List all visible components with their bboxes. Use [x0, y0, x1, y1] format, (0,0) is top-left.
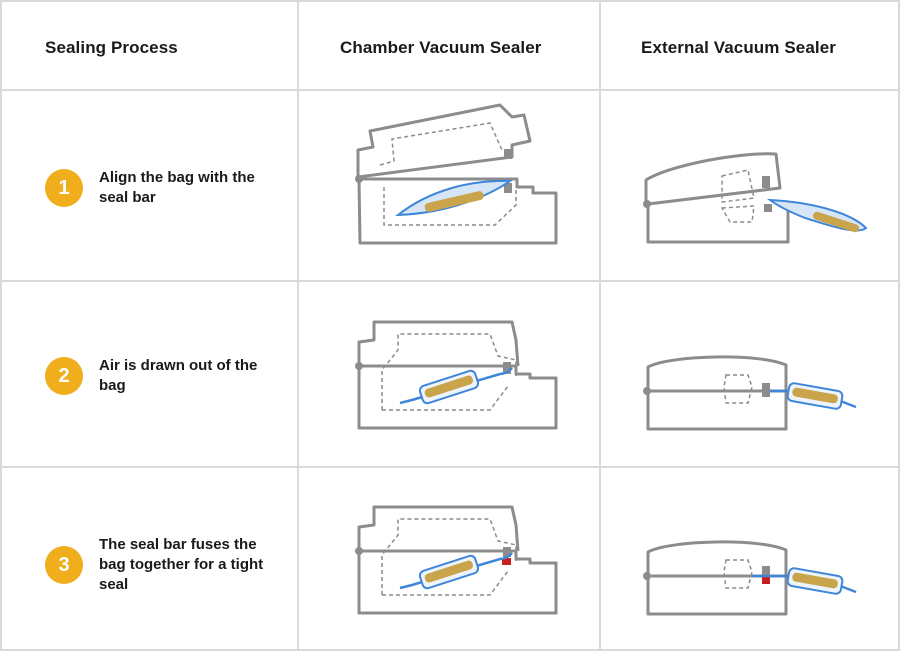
chamber-sealer-step-1-illustration: [355, 103, 558, 245]
step-2-badge: 2: [45, 357, 83, 395]
step-3: 3 The seal bar fuses the bag together fo…: [45, 535, 274, 595]
step-3-text: The seal bar fuses the bag together for …: [99, 536, 264, 593]
step-2-text: Air is drawn out of the bag: [99, 357, 258, 394]
step-1: 1 Align the bag with the seal bar: [45, 168, 269, 208]
step-2: 2 Air is drawn out of the bag: [45, 356, 269, 396]
seal-bar-active: [762, 577, 770, 584]
external-sealer-step-3-illustration: [643, 540, 857, 616]
seal-bar-active: [502, 558, 511, 565]
header-external-vacuum-sealer: External Vacuum Sealer: [641, 38, 836, 57]
header-sealing-process: Sealing Process: [45, 38, 178, 57]
food: [424, 191, 484, 212]
chamber-sealer-step-3-illustration: [355, 505, 558, 615]
external-sealer-step-1-illustration: [643, 152, 868, 244]
header-chamber-vacuum-sealer: Chamber Vacuum Sealer: [340, 38, 542, 57]
chamber-sealer-step-2-illustration: [355, 320, 558, 430]
hinge: [355, 175, 363, 183]
chamber-base: [357, 177, 558, 245]
step-3-badge: 3: [45, 546, 83, 584]
step-1-text: Align the bag with the seal bar: [99, 169, 255, 206]
step-1-badge: 1: [45, 169, 83, 207]
chamber-lid-open: [356, 103, 532, 179]
external-sealer-step-2-illustration: [643, 355, 857, 431]
